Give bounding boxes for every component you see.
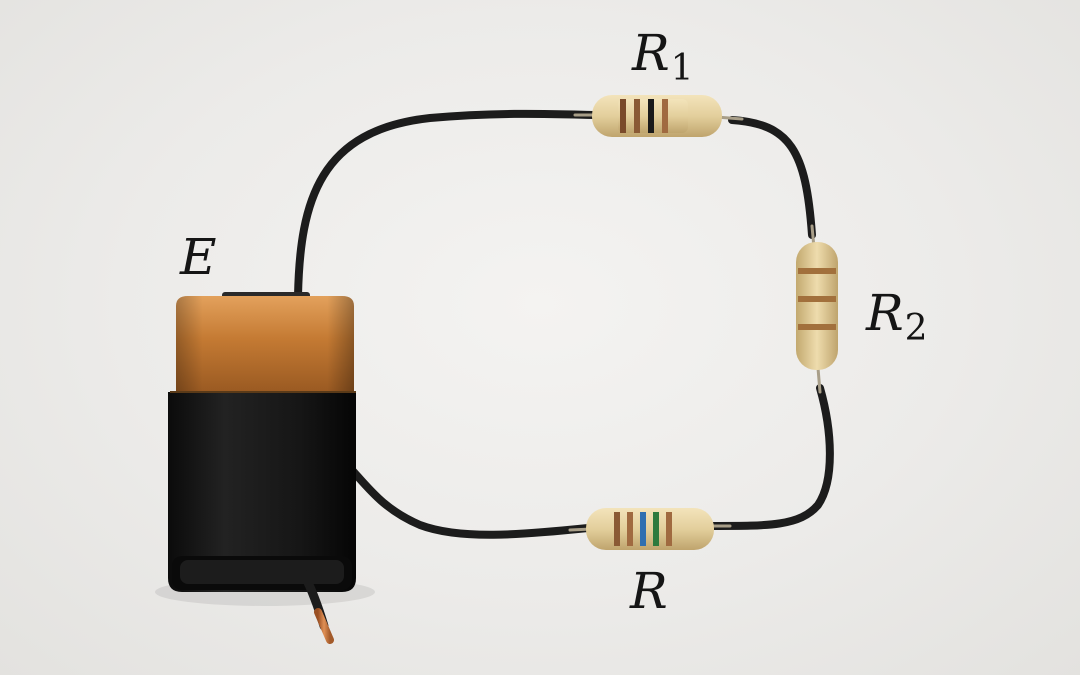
resistor-band [648,99,654,133]
resistor-band [614,512,620,546]
resistor-band [798,268,836,274]
label-r2: R2 [866,288,928,347]
label-r-symbol: R [630,562,668,620]
resistor-band [666,512,672,546]
resistor-r1 [592,95,722,137]
resistor-r2-bands [798,268,836,330]
resistor-band [662,99,668,133]
resistor-r1-bands [620,99,668,133]
wire-r-to-battery [348,466,592,539]
label-r: R [630,566,669,616]
label-r2-symbol: R [866,284,904,342]
resistor-band [798,324,836,330]
resistor-band [627,512,633,546]
resistor-band [620,99,626,133]
resistor-r-bands [614,512,672,546]
resistor-band [798,296,836,302]
battery [168,292,356,592]
resistor-leads [568,113,822,532]
battery-lead [299,569,334,644]
wire-r1-to-r2 [728,116,816,239]
resistor-band [634,99,640,133]
wire-r2-to-r [708,384,834,530]
label-e: E [180,232,218,282]
label-r1-subscript: 1 [670,48,694,89]
label-e-symbol: E [180,228,217,286]
resistor-band [640,512,646,546]
label-r1-symbol: R [632,24,670,82]
resistor-r2 [796,242,838,370]
wire-battery-to-r1 [294,109,600,300]
label-r1: R1 [632,28,694,87]
wires [294,109,834,539]
resistor-r [586,508,714,550]
label-r2-subscript: 2 [904,308,928,349]
resistor-band [653,512,659,546]
